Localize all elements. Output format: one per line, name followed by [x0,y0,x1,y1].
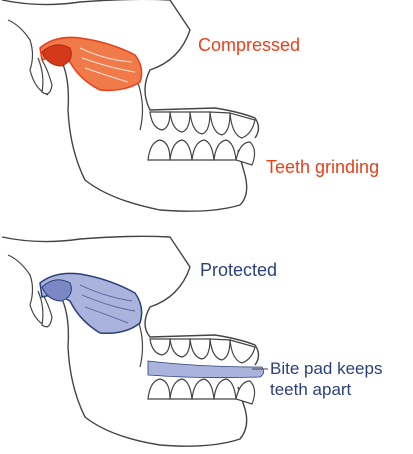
upper-teeth [150,112,255,138]
upper-teeth [150,339,255,363]
compressed-label: Compressed [198,35,300,55]
lower-teeth [148,140,255,165]
lower-teeth [148,379,255,404]
teeth-grinding-label: Teeth grinding [266,157,379,177]
bite-pad [148,361,264,378]
bite-pad-label-line2: teeth apart [270,380,351,400]
joint-condyle [42,280,71,301]
protected-label: Protected [200,260,277,280]
mastoid-process [38,58,52,94]
bite-pad-label-line1: Bite pad keeps [270,359,382,379]
compressed-jaw-panel: Compressed Teeth grinding [0,0,413,227]
joint-condyle [42,45,71,66]
protected-jaw-panel: Protected Bite pad keeps teeth apart [0,227,413,454]
